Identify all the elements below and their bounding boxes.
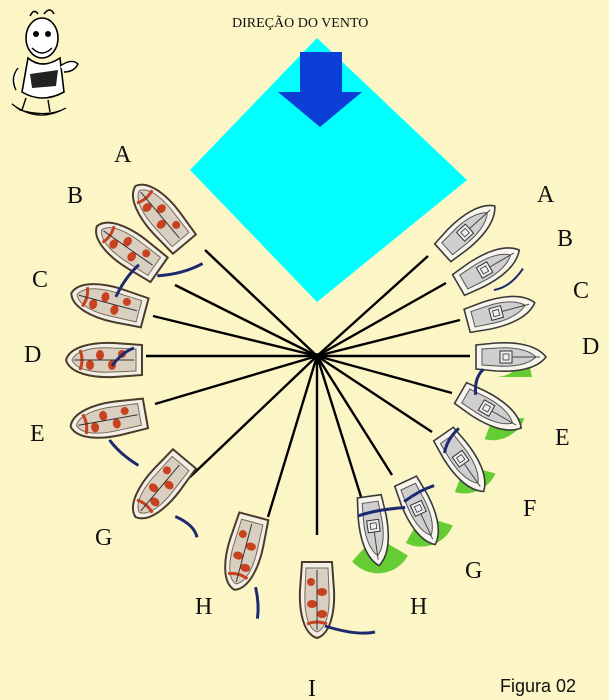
center-point <box>314 353 320 359</box>
left-boat-g <box>120 446 200 538</box>
left-boat-d <box>64 341 144 379</box>
right-label-e: E <box>555 425 570 451</box>
right-boat-c <box>462 288 540 336</box>
right-boat-h <box>352 493 408 574</box>
left-label-g: G <box>95 525 112 551</box>
right-boat-b <box>450 236 528 299</box>
left-label-a: A <box>114 142 132 168</box>
left-label-d: D <box>24 342 41 368</box>
right-label-a: A <box>537 182 555 208</box>
right-boat-d <box>475 337 547 377</box>
left-label-b: B <box>67 183 83 209</box>
left-label-h: H <box>195 594 212 620</box>
left-label-e: E <box>30 421 45 447</box>
wind-arrow <box>278 52 362 127</box>
sailor-mascot-icon <box>11 9 79 116</box>
left-boat-e <box>66 395 150 467</box>
right-label-d: D <box>582 334 599 360</box>
no-go-zone <box>190 38 467 302</box>
right-label-g: G <box>465 558 482 584</box>
right-label-f: F <box>523 496 536 522</box>
right-boat-g <box>391 474 453 552</box>
left-boat-i <box>298 560 376 640</box>
right-boat-e <box>452 368 530 442</box>
right-label-c: C <box>573 278 589 304</box>
sailing-angle-spokes <box>146 249 470 535</box>
left-boat-b <box>85 210 204 286</box>
right-label-h: H <box>410 594 427 620</box>
figure-label: Figura 02 <box>500 676 576 696</box>
left-label-i: I <box>308 676 316 700</box>
left-label-c: C <box>32 267 48 293</box>
left-boat-h <box>216 510 272 619</box>
left-boat-c <box>65 263 151 331</box>
wind-direction-title: DIREÇÃO DO VENTO <box>232 15 368 31</box>
right-label-b: B <box>557 226 573 252</box>
right-boat-f <box>431 425 497 501</box>
